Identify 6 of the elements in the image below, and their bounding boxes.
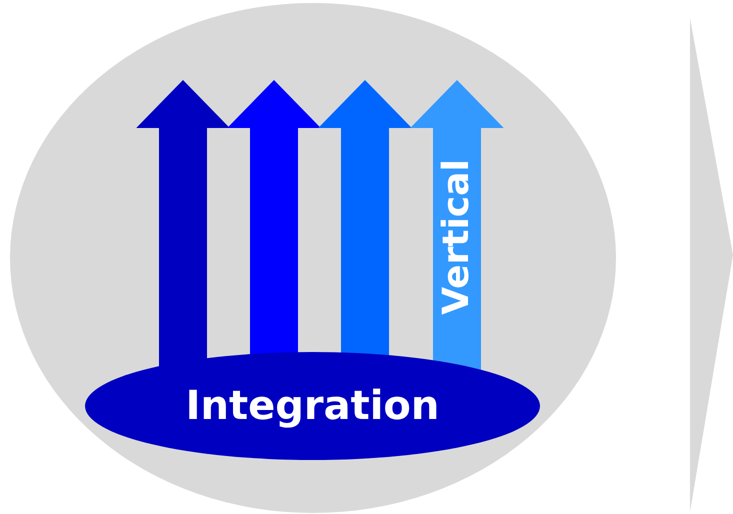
arrow-label: Vertical	[439, 159, 475, 315]
upward-arrow	[318, 80, 412, 358]
upward-arrow	[136, 80, 230, 368]
node-label: Integration	[184, 386, 440, 426]
upward-arrow	[410, 80, 504, 372]
upward-arrow	[227, 80, 321, 356]
